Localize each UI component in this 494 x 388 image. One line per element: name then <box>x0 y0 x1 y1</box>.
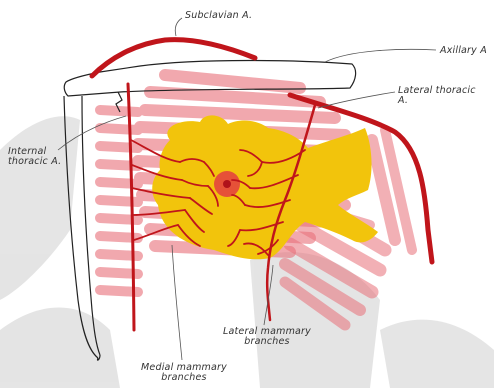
subclavian-label: Subclavian A. <box>185 11 252 21</box>
axillary-label: Axillary A <box>440 46 487 56</box>
medial-mammary-leader <box>172 245 182 360</box>
axillary-leader <box>325 49 436 62</box>
internal-thoracic-label: Internal thoracic A. <box>8 147 68 167</box>
areola <box>214 171 240 197</box>
medial-mammary-label: Medial mammary branches <box>128 363 240 383</box>
subclavian-leader <box>175 18 182 36</box>
lateral-thoracic-label: Lateral thoracic A. <box>398 86 478 106</box>
lateral-mammary-label: Lateral mammary branches <box>212 327 322 347</box>
